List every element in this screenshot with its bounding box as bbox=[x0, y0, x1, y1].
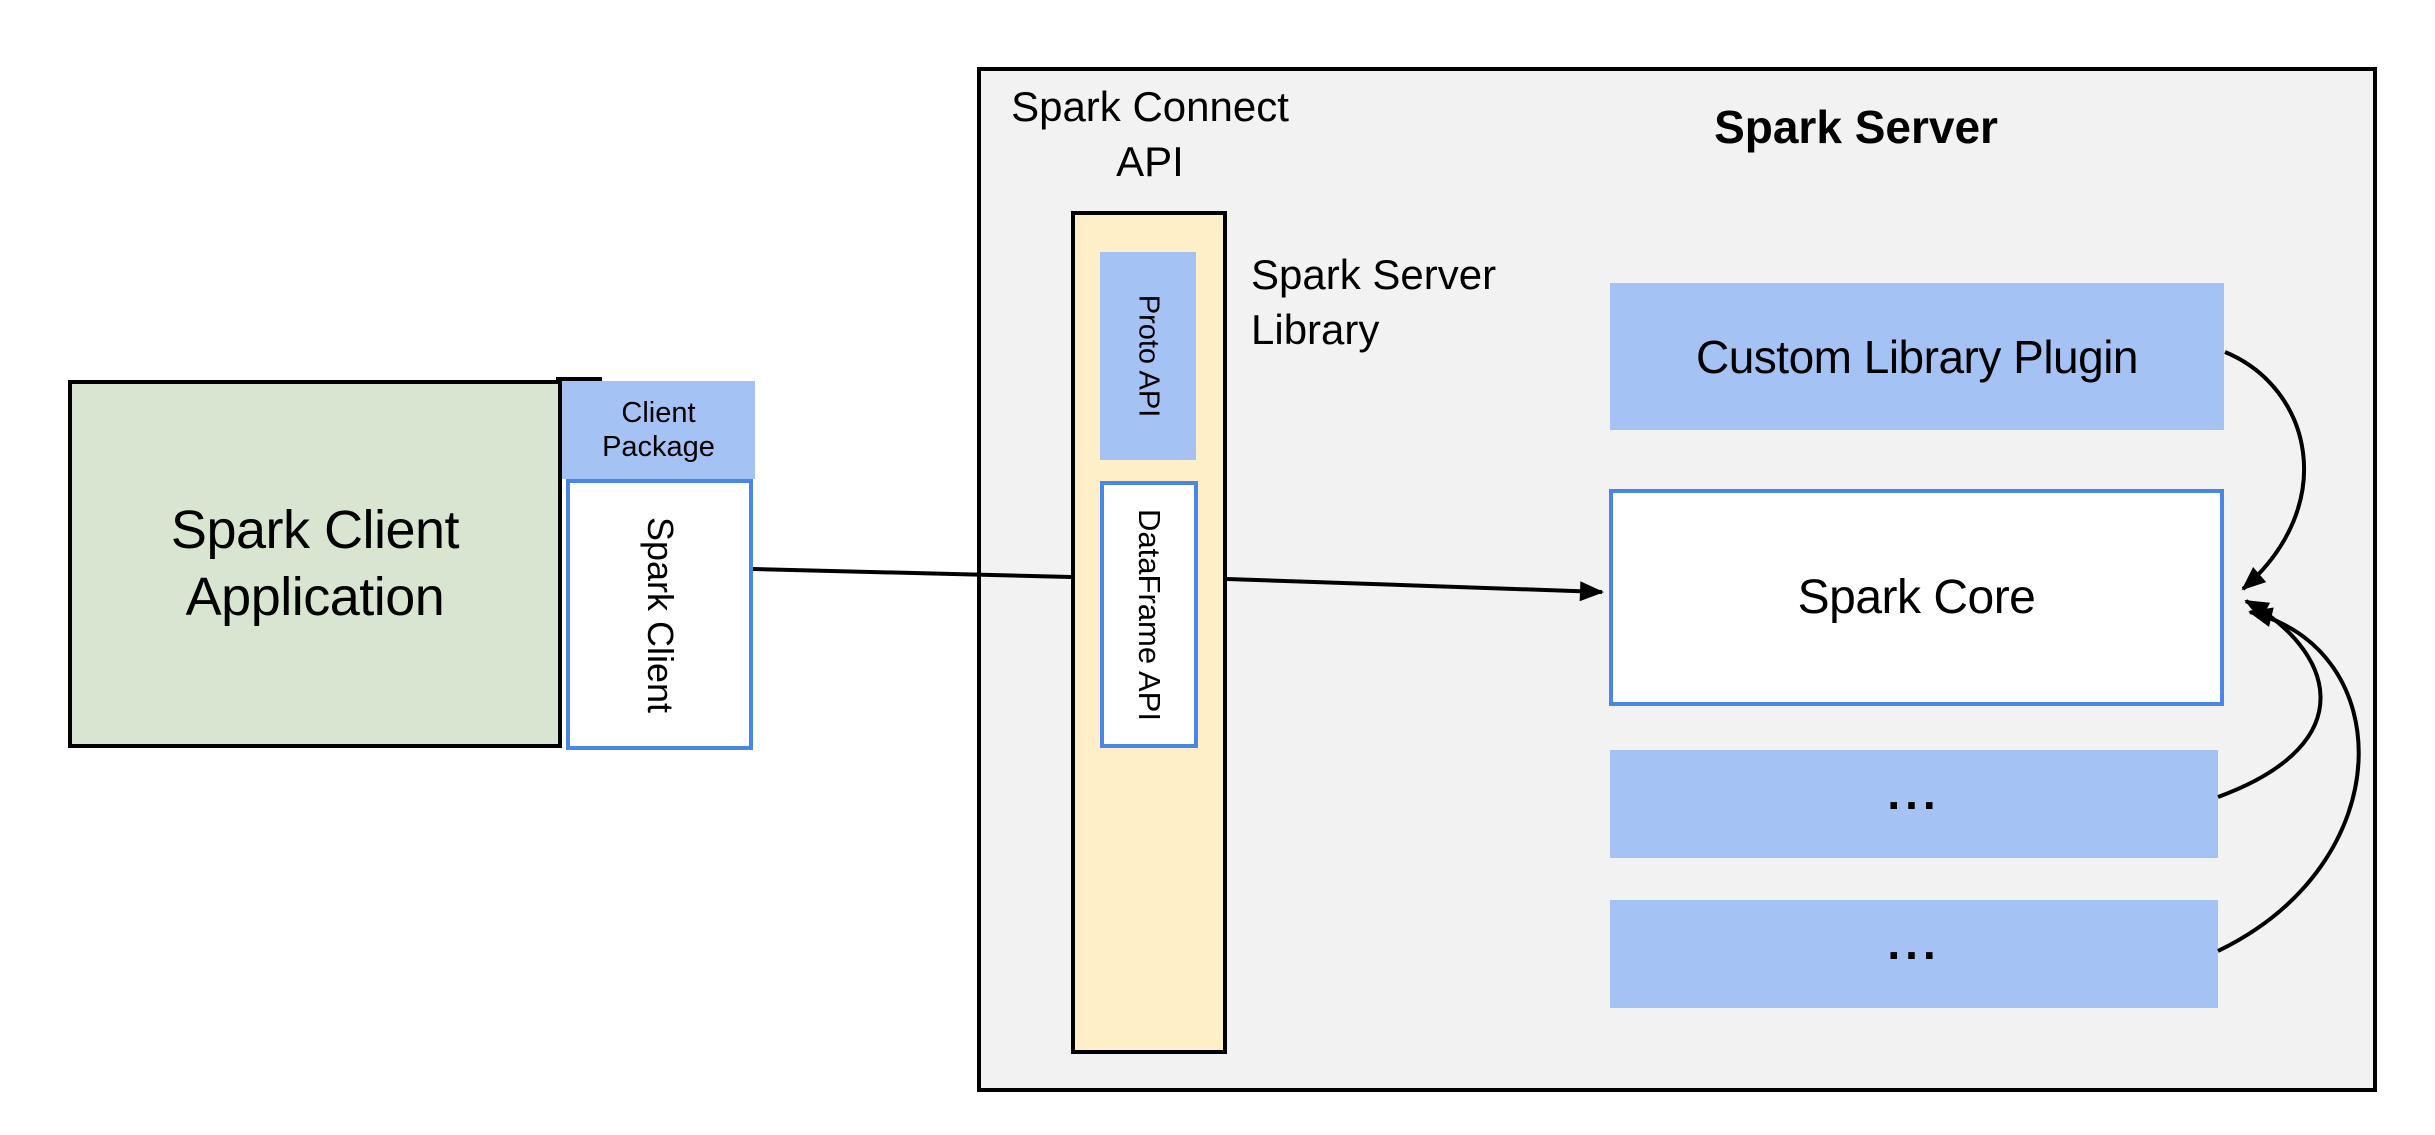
more-plugins-label-2: ... bbox=[1887, 917, 1941, 969]
client-package-box: Client Package bbox=[562, 381, 755, 479]
more-plugins-box-1: ... bbox=[1610, 750, 2218, 858]
spark-client-application-box: Spark Client Application bbox=[68, 380, 562, 748]
spark-client-label: Spark Client bbox=[639, 516, 681, 713]
more-plugins-label-1: ... bbox=[1887, 767, 1941, 819]
proto-api-label: Proto API bbox=[1132, 294, 1165, 418]
spark-core-box: Spark Core bbox=[1609, 489, 2224, 706]
spark-connect-api-label: Spark Connect API bbox=[1011, 83, 1289, 185]
more-plugins-box-2: ... bbox=[1610, 900, 2218, 1008]
green-box-border-overhang bbox=[556, 377, 602, 382]
dataframe-api-box: DataFrame API bbox=[1100, 481, 1198, 748]
spark-server-library-label: Spark Server Library bbox=[1251, 251, 1497, 353]
dataframe-api-label: DataFrame API bbox=[1132, 508, 1167, 721]
spark-client-application-label: Spark Client Application bbox=[170, 500, 460, 627]
spark-server-title: Spark Server bbox=[1714, 101, 1998, 153]
spark-client-box: Spark Client bbox=[566, 479, 753, 750]
spark-core-label: Spark Core bbox=[1797, 571, 2036, 624]
custom-library-plugin-box: Custom Library Plugin bbox=[1610, 283, 2224, 430]
proto-api-box: Proto API bbox=[1100, 252, 1196, 460]
custom-library-plugin-label: Custom Library Plugin bbox=[1695, 330, 2139, 383]
client-package-label: Client Package bbox=[602, 396, 715, 463]
